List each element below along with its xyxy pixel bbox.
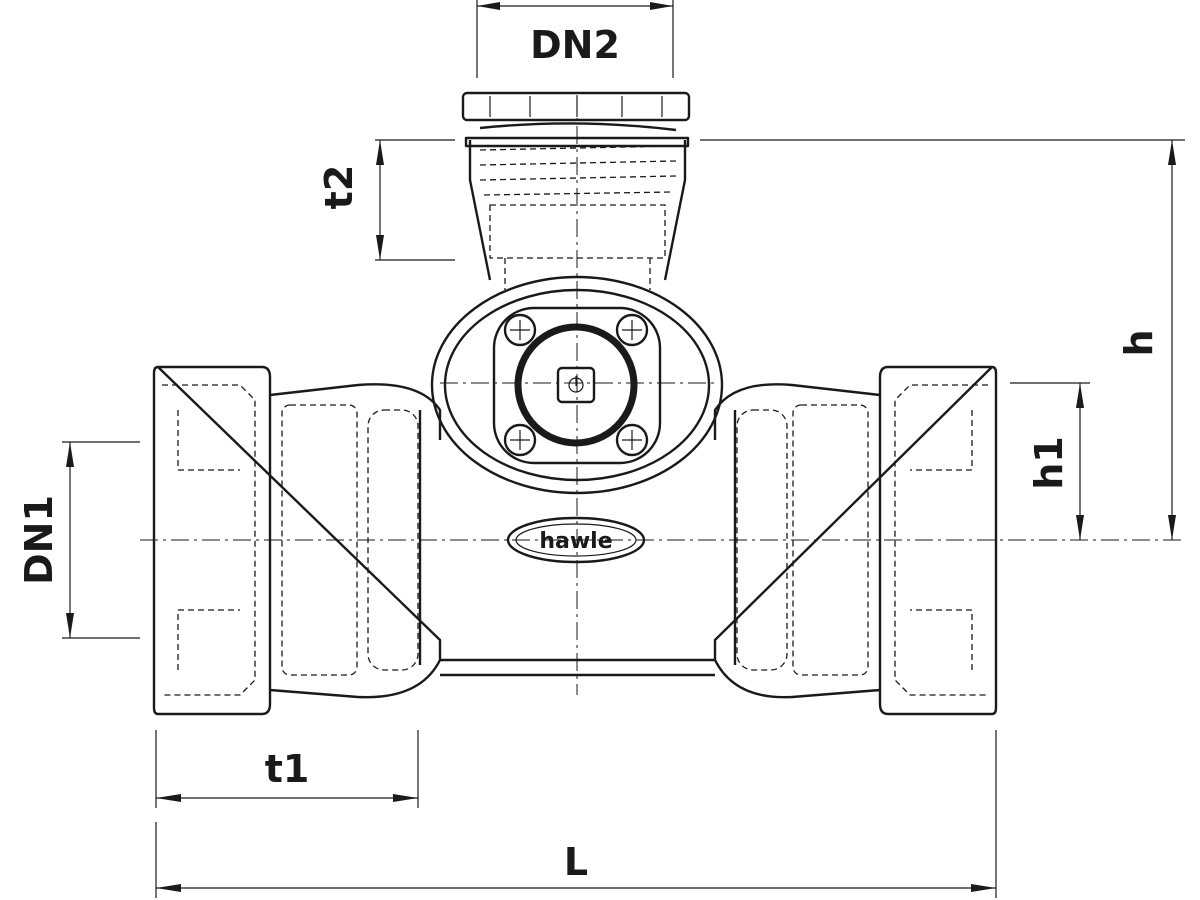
- left-socket-groove-top: [177, 410, 240, 471]
- left-socket-inner: [162, 384, 256, 696]
- dimension-h1: h1: [1010, 382, 1090, 540]
- dimension-l: L: [155, 730, 997, 898]
- neck-top-rim: [464, 136, 690, 148]
- logo-ellipse: [506, 516, 646, 564]
- t2-label: t2: [317, 165, 361, 210]
- l-label: L: [564, 840, 588, 884]
- dimension-t2: t2: [317, 139, 455, 261]
- dn1-label: DN1: [17, 495, 61, 585]
- t1-label: t1: [265, 747, 310, 791]
- right-pipe-stop: [736, 409, 788, 671]
- spindle-square: [556, 366, 596, 404]
- outlet-branch: [461, 91, 691, 290]
- right-socket-outline: [713, 365, 998, 716]
- left-socket-outline: [152, 365, 442, 716]
- o-ring: [514, 323, 638, 447]
- dimension-dn1: DN1: [17, 441, 140, 639]
- right-socket-inner: [894, 384, 988, 696]
- valve-housing: [430, 275, 724, 495]
- h1-label: h1: [1027, 436, 1071, 490]
- dimension-h: h: [700, 139, 1185, 540]
- pipe-body: [152, 365, 998, 716]
- union-nut: [461, 91, 691, 122]
- hidden-internals: [162, 384, 988, 696]
- flange-plate: [492, 306, 662, 465]
- housing-inner: [443, 288, 711, 482]
- neck-outline: [468, 140, 687, 281]
- left-pipe-stop: [367, 409, 419, 671]
- thread-lines: [479, 122, 677, 290]
- hawle-logo: hawle: [506, 516, 646, 564]
- logo-text: hawle: [539, 529, 612, 554]
- dn2-label: DN2: [530, 23, 620, 67]
- bolt-icon: [615, 313, 649, 347]
- center-lines: [140, 95, 1185, 695]
- dimension-dn2: DN2: [476, 0, 674, 78]
- bolts: [503, 313, 649, 457]
- bolt-icon: [503, 423, 537, 457]
- h-label: h: [1117, 329, 1161, 356]
- right-socket-groove-bottom: [910, 609, 973, 670]
- bolt-icon: [503, 313, 537, 347]
- dimension-t1: t1: [155, 730, 419, 808]
- housing-outer: [430, 275, 724, 495]
- left-socket-groove-bottom: [177, 609, 240, 670]
- bolt-icon: [615, 423, 649, 457]
- right-socket-groove-top: [910, 410, 973, 471]
